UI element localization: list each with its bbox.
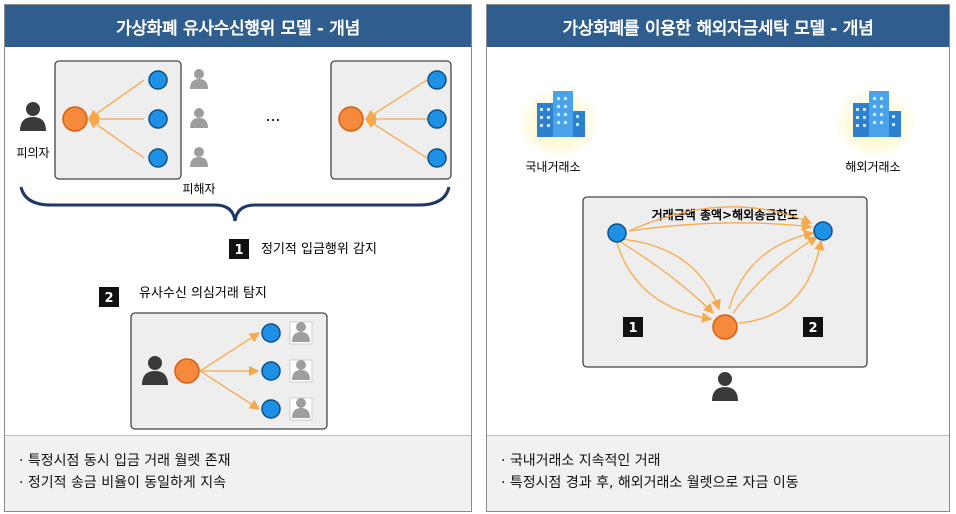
blue-node (427, 109, 447, 129)
svg-text:1: 1 (234, 243, 243, 258)
building-icon (519, 87, 599, 155)
orange-node (62, 106, 88, 132)
step1-badge: 1 (229, 239, 249, 259)
summary-item: 정기적 송금 비율이 동일하게 지속 (19, 472, 457, 494)
grouping-brace (19, 186, 451, 222)
left-cluster-box-2 (330, 60, 452, 180)
foreign-exchange-label: 해외거래소 (845, 160, 900, 174)
detection-box (130, 312, 328, 430)
victim-label: 피해자 (182, 182, 215, 196)
victim-icon (289, 321, 313, 345)
summary-item: 특정시점 동시 입금 거래 월렛 존재 (19, 450, 457, 472)
laundering-flow-box: 거래금액 총액>해외송금한도 1 (582, 196, 868, 368)
suspect-label: 피의자 (16, 146, 49, 160)
victim-icon (190, 108, 208, 128)
blue-node (607, 223, 627, 243)
right-summary-list: 국내거래소 지속적인 거래 특정시점 경과 후, 해외거래소 월렛으로 자금 이… (487, 435, 949, 511)
victim-icon (190, 147, 208, 167)
victim-icon (190, 69, 208, 89)
blue-node (261, 361, 281, 381)
svg-text:1: 1 (628, 321, 637, 336)
flow-step1-badge: 1 (623, 317, 643, 337)
victim-icon (289, 397, 313, 421)
domestic-exchange-label: 국내거래소 (525, 160, 580, 174)
step1-text: 정기적 입금행위 감지 (261, 241, 377, 257)
blue-node (427, 70, 447, 90)
right-diagram: 국내거래소 해외거래소 거래금액 총액>해외송금한도 (487, 47, 949, 437)
blue-node (261, 323, 281, 343)
step2-text: 유사수신 의심거래 탐지 (139, 286, 267, 301)
blue-node (813, 221, 833, 241)
person-icon (712, 372, 738, 401)
left-panel-title: 가상화폐 유사수신행위 모델 - 개념 (5, 5, 471, 47)
blue-node (148, 148, 168, 168)
blue-node (427, 148, 447, 168)
left-panel: 가상화폐 유사수신행위 모델 - 개념 피의자 (4, 4, 472, 512)
suspect-icon (20, 102, 46, 131)
blue-node (148, 109, 168, 129)
blue-node (261, 399, 281, 419)
left-diagram-svg: 피의자 피해자 ... (16, 60, 452, 430)
svg-text:2: 2 (104, 291, 113, 306)
svg-text:2: 2 (808, 321, 817, 336)
step2-badge: 2 (99, 287, 119, 307)
building-icon (835, 87, 915, 155)
right-diagram-svg: 국내거래소 해외거래소 거래금액 총액>해외송금한도 (519, 87, 915, 401)
blue-node (148, 70, 168, 90)
left-cluster-box-1 (54, 60, 182, 180)
orange-node (174, 358, 200, 384)
orange-node (712, 314, 738, 340)
right-panel: 가상화폐를 이용한 해외자금세탁 모델 - 개념 (486, 4, 950, 512)
summary-item: 국내거래소 지속적인 거래 (501, 450, 935, 472)
left-diagram: 피의자 피해자 ... (5, 47, 471, 437)
victim-icon (289, 359, 313, 383)
left-summary-list: 특정시점 동시 입금 거래 월렛 존재 정기적 송금 비율이 동일하게 지속 (5, 435, 471, 511)
summary-item: 특정시점 경과 후, 해외거래소 월렛으로 자금 이동 (501, 472, 935, 494)
right-panel-title: 가상화폐를 이용한 해외자금세탁 모델 - 개념 (487, 5, 949, 47)
flow-step2-badge: 2 (803, 317, 823, 337)
condition-text: 거래금액 총액>해외송금한도 (652, 207, 799, 222)
orange-node (338, 106, 364, 132)
ellipsis: ... (265, 106, 280, 125)
